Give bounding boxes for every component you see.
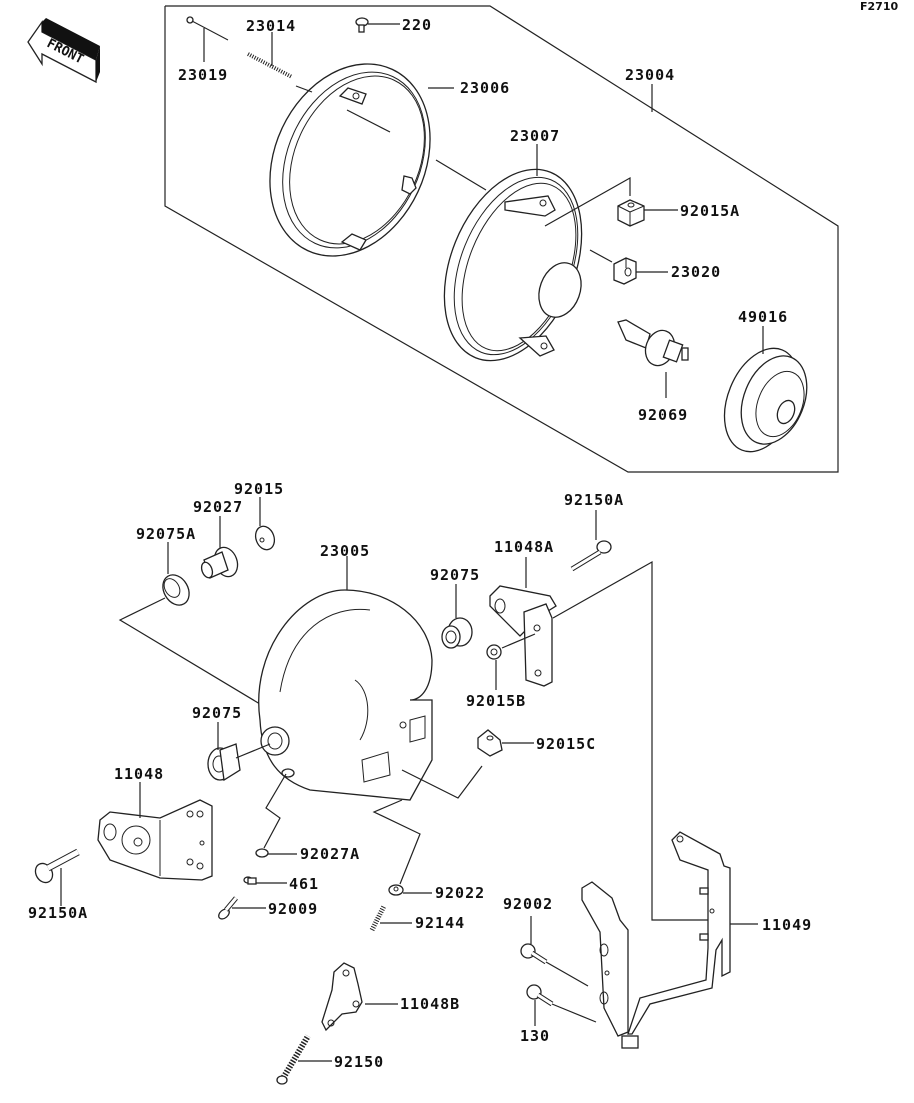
part-23014-spring[interactable] [247, 32, 293, 79]
label-23020: 23020 [671, 263, 721, 281]
part-11048B-bracket[interactable] [321, 962, 398, 1032]
leader-line [435, 159, 487, 191]
label-92075-left: 92075 [192, 704, 242, 722]
label-11048: 11048 [114, 765, 164, 783]
figure-id: F2710 [860, 0, 898, 13]
part-130-bolt[interactable] [526, 984, 597, 1026]
part-461-pin[interactable] [243, 876, 287, 885]
part-23005-housing[interactable] [258, 556, 433, 801]
part-92027-collar[interactable] [200, 516, 242, 580]
label-92075A: 92075A [136, 525, 196, 543]
label-92069: 92069 [638, 406, 688, 424]
leader-line [118, 597, 271, 711]
label-23005: 23005 [320, 542, 370, 560]
label-23006: 23006 [460, 79, 510, 97]
label-92015: 92015 [234, 480, 284, 498]
leader-line [589, 249, 613, 263]
label-11048A: 11048A [494, 538, 554, 556]
label-220: 220 [402, 16, 432, 34]
label-11049: 11049 [762, 916, 812, 934]
part-92015-nut[interactable] [252, 497, 277, 552]
leader-line [401, 765, 483, 799]
part-92002-bolt[interactable] [520, 916, 589, 987]
label-92075-right: 92075 [430, 566, 480, 584]
label-23014: 23014 [246, 17, 296, 35]
part-92015C-nut[interactable] [477, 729, 534, 757]
kit-box-23004 [164, 5, 839, 473]
label-11048B: 11048B [400, 995, 460, 1013]
part-92150-bolt[interactable] [276, 1034, 332, 1085]
part-92009-screw[interactable] [217, 896, 266, 921]
part-92150A-top-bolt[interactable] [570, 510, 612, 572]
part-92022-washer[interactable] [372, 799, 432, 896]
part-23019-screw[interactable] [186, 16, 229, 62]
label-92002: 92002 [503, 895, 553, 913]
label-92027A: 92027A [300, 845, 360, 863]
label-92022: 92022 [435, 884, 485, 902]
part-11048-bracket[interactable] [97, 782, 213, 881]
part-92075A-grommet[interactable] [158, 542, 195, 610]
part-92075-left-grommet[interactable] [207, 722, 241, 782]
front-arrow-icon: FRONT [27, 18, 100, 84]
label-92015A: 92015A [680, 202, 740, 220]
label-92015C: 92015C [536, 735, 596, 753]
part-92144-spring[interactable] [369, 904, 412, 932]
label-92150: 92150 [334, 1053, 384, 1071]
part-11049-stay[interactable] [581, 831, 758, 1049]
label-92150A-left: 92150A [28, 904, 88, 922]
part-23020-nut[interactable] [613, 257, 668, 285]
label-23004: 23004 [625, 66, 675, 84]
part-49016-cover[interactable] [710, 326, 819, 463]
part-92075-right-grommet[interactable] [441, 584, 473, 649]
label-92150A-top: 92150A [564, 491, 624, 509]
part-92015A-nut[interactable] [617, 199, 678, 227]
leader-line [235, 743, 271, 759]
leader-line [544, 176, 631, 227]
leader-line [346, 109, 391, 133]
label-92015B: 92015B [466, 692, 526, 710]
part-92027A-collar[interactable] [255, 773, 297, 858]
label-130: 130 [520, 1027, 550, 1045]
part-92015B-nut[interactable] [486, 633, 536, 690]
leader-line [552, 560, 718, 921]
label-461: 461 [289, 875, 319, 893]
part-92150A-left-bolt[interactable] [32, 848, 80, 906]
label-92144: 92144 [415, 914, 465, 932]
part-11048A-bracket[interactable] [489, 557, 557, 687]
label-23007: 23007 [510, 127, 560, 145]
part-23006-rim[interactable] [240, 38, 460, 283]
label-49016: 49016 [738, 308, 788, 326]
part-23007-reflector[interactable] [418, 144, 608, 381]
label-92027: 92027 [193, 498, 243, 516]
part-92069-bulb[interactable] [617, 319, 689, 398]
part-220-screw[interactable] [355, 17, 400, 33]
label-92009: 92009 [268, 900, 318, 918]
label-23019: 23019 [178, 66, 228, 84]
